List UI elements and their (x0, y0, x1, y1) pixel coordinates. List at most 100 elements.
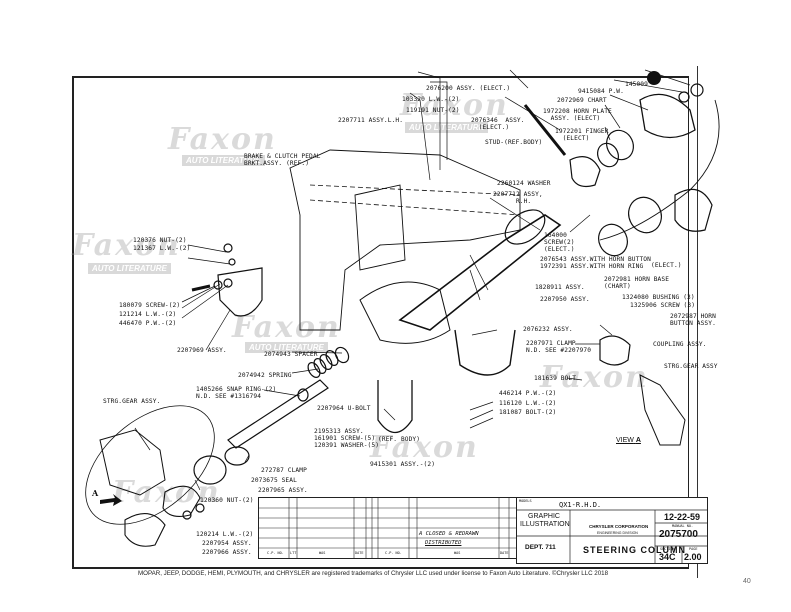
callout-120376: 120376 NUT-(2) (133, 237, 187, 244)
callout-1405266: 1405266 SNAP RING-(2) N.D. SEE #1316794 (196, 386, 277, 401)
mounting-bracket (217, 267, 263, 317)
trademark-footer: MOPAR, JEEP, DODGE, HEMI, PLYMOUTH, and … (138, 570, 609, 577)
callout-120214: 120214 L.W.-(2) (196, 531, 254, 538)
callout-2076543: 2076543 ASSY.WITH HORN BUTTON 1972391 AS… (540, 256, 651, 271)
callout-ref-body: (REF. BODY) (378, 436, 421, 443)
coupling-assy (599, 335, 631, 366)
watermark-logo: Faxon (540, 360, 649, 395)
callout-181639: 181639 BOLT (534, 375, 577, 382)
callout-103320: 103320 L.W.-(2) (402, 96, 460, 103)
view-arrow-label: A (92, 488, 99, 498)
watermark-logo: Faxon (370, 430, 479, 465)
watermark-logo: Faxon (168, 122, 277, 157)
callout-2207969: 2207969 ASSY. (177, 347, 227, 354)
rev-header-was2: WAS (454, 551, 461, 555)
callout-2260124: 2260124 WASHER (497, 180, 551, 187)
callout-2207971: 2207971 CLAMP N.D. SEE #2207970 (526, 340, 592, 355)
coupling-flange (162, 485, 201, 517)
watermark-subtitle: AUTO LITERATURE (405, 122, 488, 133)
callout-2076232: 2076232 ASSY. (523, 326, 573, 333)
graphic-illustration-label: GRAPHIC ILLUSTRATION (520, 513, 570, 528)
nut (195, 503, 205, 513)
callout-181087: 181087 BOLT-(2) (499, 409, 557, 416)
manual-no-value: 2075700 (659, 529, 698, 540)
watermark-logo: Faxon (232, 310, 341, 345)
firewall-dash-line (309, 184, 521, 196)
rev-header-cpno2: C.P. NO. (385, 551, 402, 555)
callout-1325906: 1325906 SCREW (3) (630, 302, 696, 309)
callout-120360: 120360 NUT-(2) (200, 497, 254, 504)
callout-272787: 272787 CLAMP (261, 467, 307, 474)
callout-1972201: 1972201 FINGER (ELECT) (555, 128, 609, 143)
callout-9415084: 9415084 P.W. (578, 88, 624, 95)
page-number: 40 (743, 578, 751, 585)
dept-label: DEPT. 711 (525, 544, 556, 551)
revision-grid (259, 498, 517, 558)
drawing-title: STEERING COLUMN (583, 545, 687, 555)
title-block-grid (517, 509, 707, 563)
horn-assembly-loop (599, 99, 720, 241)
callout-164000: 164000 SCREW(2) (ELECT.) (544, 232, 575, 254)
callout-121214: 121214 L.W.-(2) (119, 311, 177, 318)
models-label: MODELS (519, 499, 532, 503)
lock-washer (228, 258, 236, 266)
clamp-ring (224, 446, 250, 466)
rev-header-was: WAS (319, 551, 326, 555)
callout-9415301: 9415301 ASSY.-(2) (370, 461, 436, 468)
callout-1972208: 1972208 HORN PLATE ASSY. (ELECT) (543, 108, 612, 123)
lock-washer (182, 510, 192, 520)
callout-2072981: 2072981 HORN BASE (CHART) (604, 276, 670, 291)
callout-strg-gear-right: STRG.GEAR ASSY (664, 363, 718, 370)
nut (223, 243, 233, 253)
rev-header-date2: DATE (500, 551, 509, 555)
horn-plate (606, 129, 634, 161)
page-value: 2.00 (684, 552, 702, 562)
gear-outline-ellipse (85, 405, 215, 525)
callout-elect: (ELECT.) (651, 262, 682, 269)
revision-note: A CLOSED & REDRAWN (419, 531, 479, 537)
rev-header-cpno: C.P. NO. (267, 551, 284, 555)
callout-121367: 121367 L.W.-(2) (133, 245, 191, 252)
callout-180079: 180079 SCREW-(2) (119, 302, 181, 309)
model-value: QX1-R.H.D. (559, 501, 602, 509)
callout-2072987: 2072987 HORN BUTTON ASSY. (670, 313, 716, 328)
view-label: VIEW (616, 437, 634, 444)
watermark-subtitle: AUTO LITERATURE (245, 342, 328, 353)
date-value: 12-22-59 (664, 512, 701, 522)
callout-2207954: 2207954 ASSY. (202, 540, 252, 547)
callout-116120: 116120 L.W.-(2) (499, 400, 557, 407)
horn-finger (597, 142, 619, 168)
callout-119191: 119191 NUT-(2) (406, 107, 460, 114)
rev-header-date: DATE (355, 551, 364, 555)
watermark-logo: Faxon (72, 228, 181, 263)
horn-chart-housing (639, 93, 696, 139)
callout-2073675: 2073675 SEAL (251, 477, 297, 484)
callout-2072969: 2072969 CHART (557, 97, 607, 104)
callout-2207712: 2207712 ASSY, R.H. (493, 191, 543, 206)
firewall-panel (289, 149, 521, 331)
view-letter: A (635, 437, 641, 444)
washer (223, 278, 233, 288)
sheet-edge-line (697, 66, 698, 578)
seal (193, 455, 227, 485)
callout-2207965: 2207965 ASSY. (258, 487, 308, 494)
callout-strg-gear-left: STRG.GEAR ASSY. (103, 398, 161, 405)
company-name: CHRYSLER CORPORATION (589, 524, 649, 529)
callout-2207711: 2207711 ASSY.L.H. (338, 117, 404, 124)
horn-base (628, 196, 662, 234)
section-label: SECTION (660, 547, 675, 551)
leader-lines (134, 69, 691, 491)
revision-table: A CLOSED & REDRAWN DISTRIBUTED C.P. NO. … (258, 497, 518, 559)
callout-2076346: 2076346 ASSY. (ELECT.) (471, 117, 525, 132)
view-a-label: VIEW A (616, 437, 641, 444)
steering-column-jacket (398, 214, 562, 331)
callout-2207966: 2207966 ASSY. (202, 549, 252, 556)
callout-1828911: 1828911 ASSY. (535, 284, 585, 291)
steering-gear-right (639, 374, 686, 446)
u-bolt (377, 380, 413, 434)
watermark-logo: Faxon (400, 88, 509, 123)
callout-2076200: 2076200 ASSY. (ELECT.) (426, 85, 511, 92)
column-flange (359, 281, 451, 344)
horn-button-housing (674, 188, 713, 232)
callout-2207950: 2207950 ASSY. (540, 296, 590, 303)
